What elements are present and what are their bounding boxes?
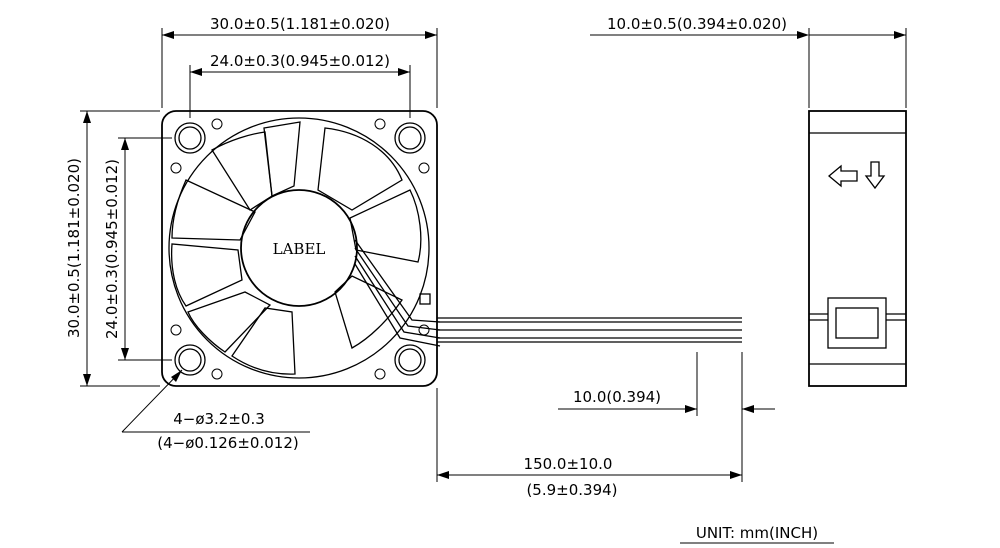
lead-length-mm-label: 150.0±10.0 — [524, 455, 613, 473]
screw-markers — [170, 118, 430, 380]
fan-shroud-circle — [168, 117, 430, 379]
dimension-hole-diameter: 4−ø3.2±0.3 (4−ø0.126±0.012) — [121, 369, 310, 452]
dimension-outer-height: 30.0±0.5(1.181±0.020) — [65, 110, 160, 387]
dimension-lead-length: 150.0±10.0 (5.9±0.394) — [436, 352, 743, 499]
fan-hub — [240, 189, 358, 307]
unit-note-text: UNIT: mm(INCH) — [696, 524, 818, 542]
hole-spacing-width-label: 24.0±0.3(0.945±0.012) — [210, 52, 390, 70]
hole-diameter-inch-label: (4−ø0.126±0.012) — [157, 434, 298, 452]
hole-diameter-mm-label: 4−ø3.2±0.3 — [173, 410, 265, 428]
hole-spacing-height-label: 24.0±0.3(0.945±0.012) — [103, 159, 121, 339]
hub-label-text: LABEL — [273, 240, 326, 258]
strip-length-label: 10.0(0.394) — [573, 388, 661, 406]
lead-length-inch-label: (5.9±0.394) — [526, 481, 617, 499]
fan-blades — [170, 121, 422, 375]
lead-wires — [354, 239, 742, 347]
fan-frame-outline — [161, 110, 438, 387]
thickness-label: 10.0±0.5(0.394±0.020) — [607, 15, 787, 33]
unit-note: UNIT: mm(INCH) — [680, 524, 834, 544]
mounting-holes — [174, 122, 426, 376]
dimension-hole-spacing-width: 24.0±0.3(0.945±0.012) — [189, 52, 411, 118]
airflow-arrow-left-icon — [827, 164, 858, 188]
side-wire-connector — [809, 297, 906, 349]
dimension-outer-width: 30.0±0.5(1.181±0.020) — [161, 15, 438, 108]
front-view: LABEL — [161, 110, 742, 387]
dimension-hole-spacing-height: 24.0±0.3(0.945±0.012) — [103, 137, 172, 361]
outer-height-label: 30.0±0.5(1.181±0.020) — [65, 158, 83, 338]
rotation-arrow-down-icon — [864, 161, 886, 190]
outer-width-label: 30.0±0.5(1.181±0.020) — [210, 15, 390, 33]
dimension-thickness: 10.0±0.5(0.394±0.020) — [590, 15, 907, 108]
dimension-strip-length: 10.0(0.394) — [558, 352, 775, 416]
side-view — [808, 110, 907, 387]
side-frame-outline — [808, 110, 907, 387]
